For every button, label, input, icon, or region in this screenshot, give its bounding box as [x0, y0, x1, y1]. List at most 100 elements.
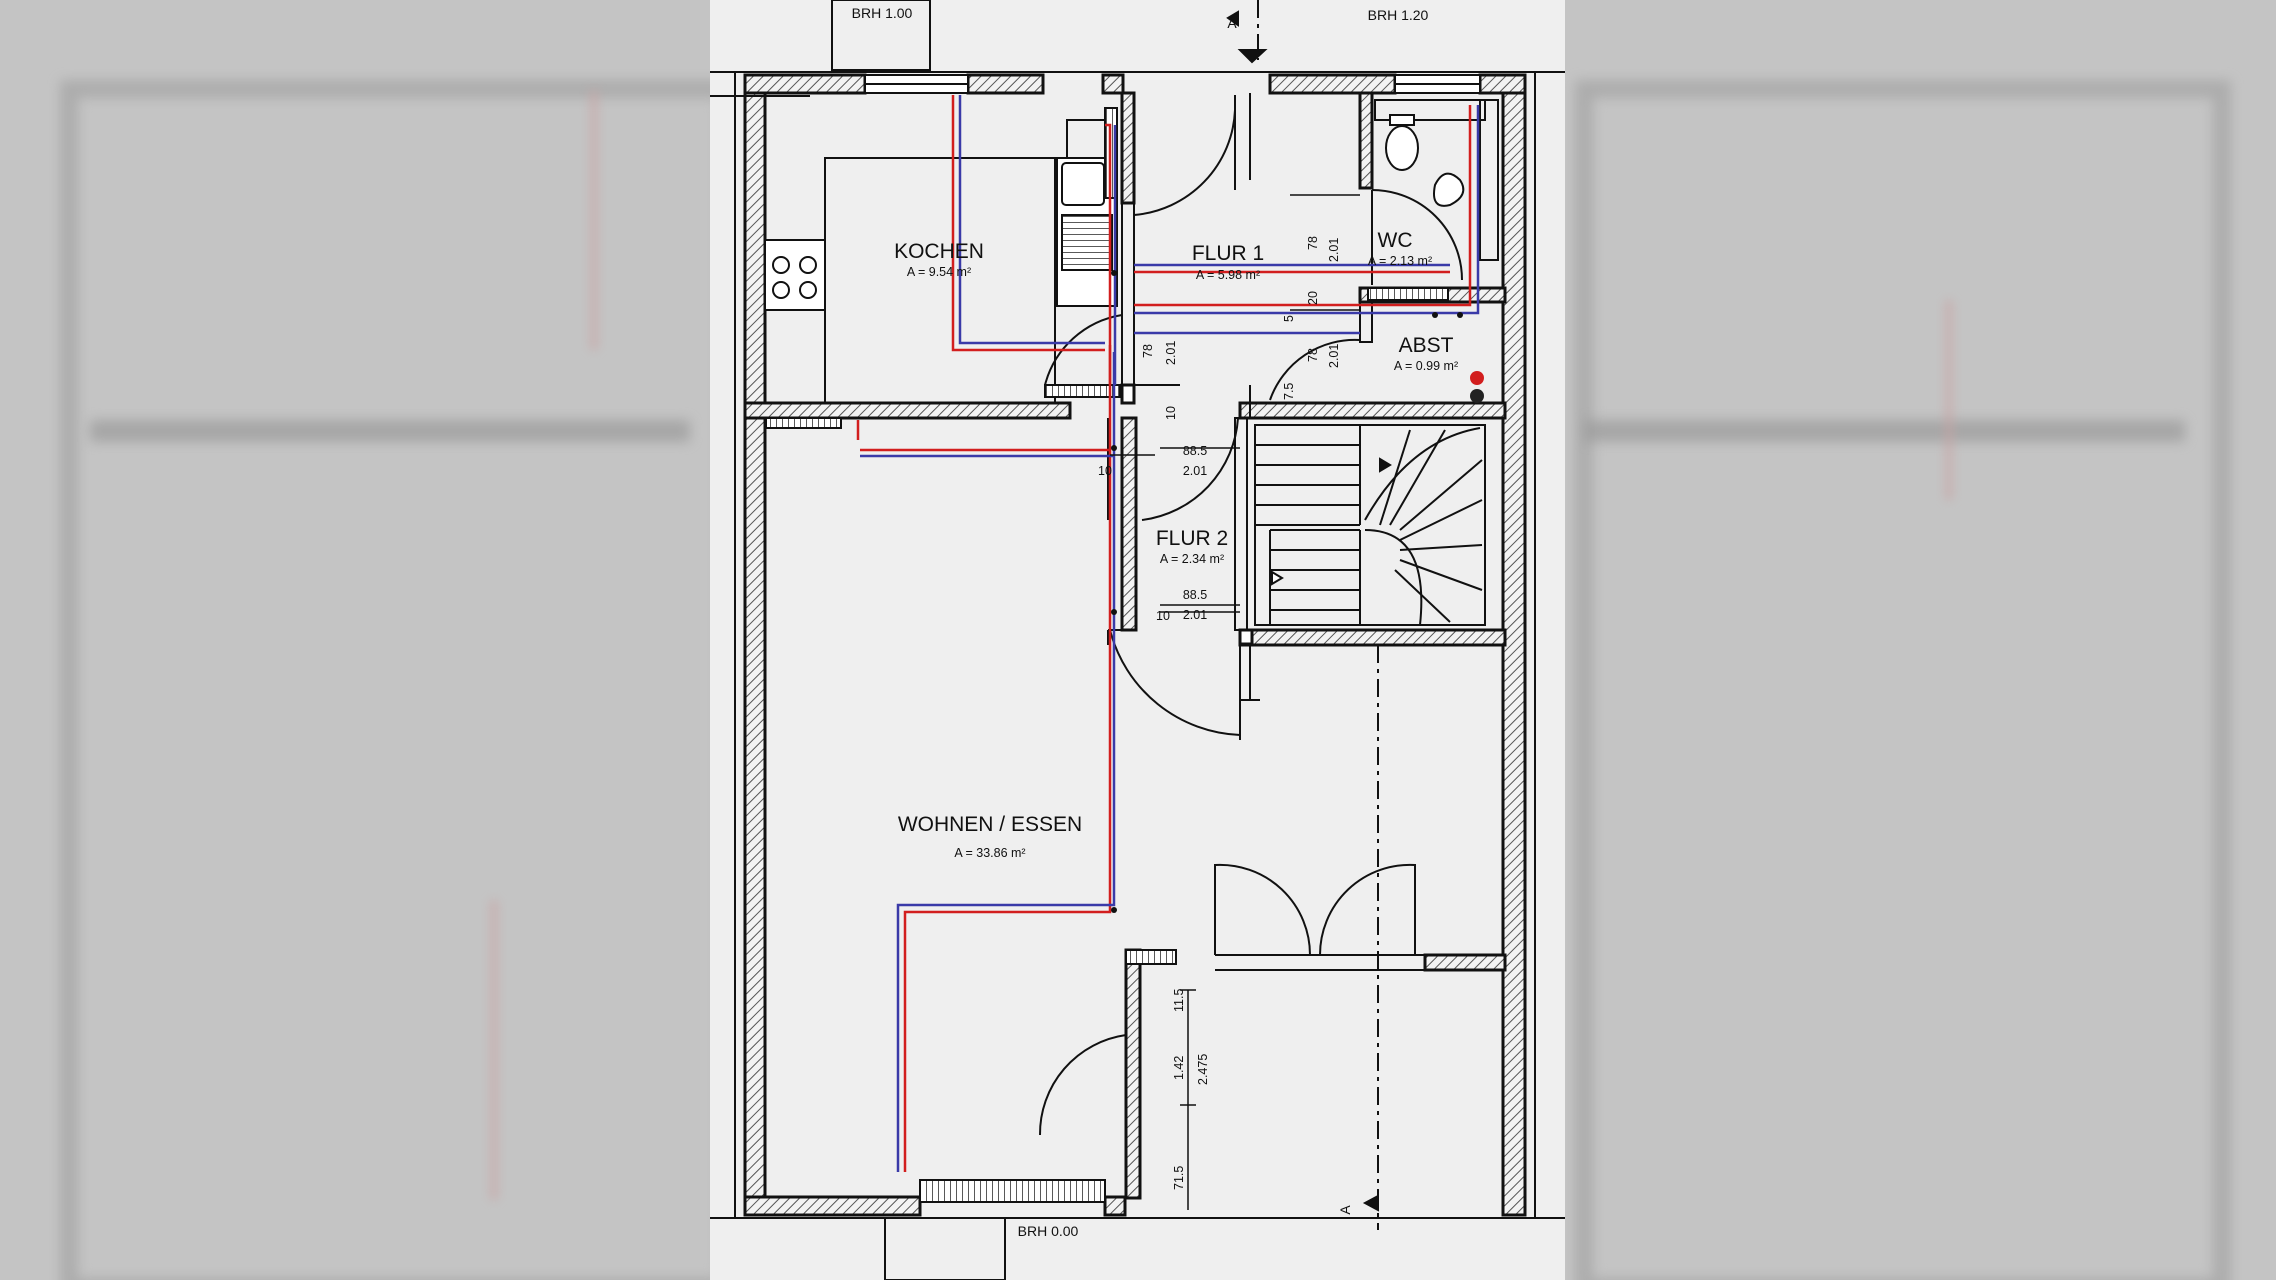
- wall-top-left: [743, 73, 867, 95]
- dim-label: 10: [1156, 609, 1170, 623]
- wall-stair-bottom: [1238, 628, 1507, 647]
- floor-plan-sheet: BRH 1.00 BRH 1.20 BRH 0.00 A A KOCHEN A …: [710, 0, 1565, 1280]
- wall-kitchen-living: [743, 401, 1072, 420]
- section-arrow-icon: [1362, 1194, 1379, 1212]
- room-area-kochen: A = 9.54 m²: [907, 265, 971, 279]
- room-name-kochen: KOCHEN: [894, 240, 984, 263]
- floor-plan-drawing: BRH 1.00 BRH 1.20 BRH 0.00 A A KOCHEN A …: [710, 0, 1565, 1280]
- ghost-wall: [1575, 80, 2231, 1280]
- radiator-kitchen-low: [1044, 384, 1121, 398]
- dim-label: 7.5: [1282, 383, 1296, 400]
- windows: [831, 0, 1481, 1280]
- door-terrace-right: [1318, 863, 1416, 956]
- radiator-entry: [1125, 949, 1177, 965]
- wall-bottom-mid: [1103, 1195, 1127, 1217]
- room-area-abst: A = 0.99 m²: [1394, 359, 1458, 373]
- door-terrace-left: [1214, 863, 1312, 956]
- wall-wc-left: [1358, 91, 1374, 190]
- brh-label-top-right: BRH 1.20: [1368, 7, 1429, 23]
- ghost-wall: [90, 420, 690, 442]
- wall-kitchen-flur-upper: [1120, 91, 1136, 205]
- dim-label: 2.475: [1196, 1054, 1210, 1085]
- dim-label: 78: [1141, 344, 1155, 358]
- ghost-pipe: [590, 90, 598, 350]
- wall-top-door-jamb: [1101, 73, 1125, 95]
- section-arrow-icon: [1237, 49, 1268, 64]
- burner-icon: [772, 256, 790, 274]
- blurred-backdrop-left: [0, 0, 710, 1280]
- room-name-flur2: FLUR 2: [1156, 527, 1228, 550]
- door-living: [1109, 629, 1241, 736]
- window-kitchen-sill: [831, 0, 931, 71]
- dim-label: 2.01: [1183, 608, 1207, 622]
- stair-arrow-icon: [1379, 457, 1392, 473]
- ghost-pipe: [1945, 300, 1953, 500]
- dim-label: 88.5: [1183, 444, 1207, 458]
- room-name-flur1: FLUR 1: [1192, 242, 1264, 265]
- stove: [764, 239, 826, 311]
- room-area-wohnen: A = 33.86 m²: [954, 846, 1025, 860]
- exterior-walls: [743, 73, 1527, 1217]
- wc-fittings: [1367, 99, 1499, 301]
- burner-icon: [799, 256, 817, 274]
- partition-lines: [1107, 93, 1425, 971]
- door-entrance: [1133, 109, 1236, 216]
- window-living: [919, 1179, 1106, 1203]
- staircase: [1254, 424, 1486, 626]
- wall-stair-top: [1238, 401, 1507, 420]
- room-area-flur1: A = 5.98 m²: [1196, 268, 1260, 282]
- wall-stair-left: [1234, 417, 1248, 631]
- doors: [1038, 95, 1463, 1136]
- dim-label: 2.01: [1327, 238, 1341, 262]
- wall-top-right: [1268, 73, 1397, 95]
- section-label-top: A: [1227, 15, 1237, 31]
- brh-label-top-left: BRH 1.00: [852, 5, 913, 21]
- dim-label: 2.01: [1164, 341, 1178, 365]
- drainboard: [1061, 214, 1113, 271]
- ghost-wall: [1585, 420, 2185, 442]
- dim-label: 11.5: [1172, 989, 1186, 1012]
- door-abst: [1269, 338, 1361, 401]
- door-living-lower: [1038, 1034, 1127, 1136]
- dimension-lines: [1110, 194, 1360, 1210]
- dim-label: 71.5: [1172, 1166, 1186, 1190]
- room-name-wohnen: WOHNEN / ESSEN: [898, 813, 1082, 836]
- room-area-flur2: A = 2.34 m²: [1160, 552, 1224, 566]
- washbasin-icon: [1433, 172, 1465, 207]
- burner-icon: [772, 281, 790, 299]
- radiator-living: [765, 417, 842, 429]
- section-arrow-icon: [1226, 10, 1239, 27]
- room-name-abst: ABST: [1399, 334, 1454, 357]
- dim-label: 10: [1098, 464, 1112, 478]
- kitchen-counter: [824, 157, 1056, 404]
- dim-label: 2.01: [1327, 344, 1341, 368]
- dim-label: 78: [1306, 236, 1320, 250]
- dim-label: 10: [1164, 406, 1178, 420]
- door-flur2: [1141, 417, 1239, 521]
- radiator-wc: [1367, 287, 1449, 301]
- wall-entry-partition: [1124, 948, 1142, 1200]
- stair-arrow-icon: [1271, 570, 1284, 586]
- section-line: [1226, 0, 1379, 1230]
- room-area-wc: A = 2.13 m²: [1368, 254, 1432, 268]
- heating-pipes: [856, 95, 1480, 1172]
- wall-outlines: [710, 71, 1565, 1219]
- wall-top-right-end: [1478, 73, 1527, 95]
- ghost-pipe: [490, 900, 498, 1200]
- dim-label: 78: [1306, 348, 1320, 362]
- window-living-sill: [884, 1217, 1006, 1280]
- wall-terrace-right: [1423, 953, 1507, 972]
- wall-top-mid: [966, 73, 1045, 95]
- ghost-wall: [60, 80, 710, 1280]
- wall-flur2-left: [1120, 416, 1138, 632]
- dim-label: 88.5: [1183, 588, 1207, 602]
- blurred-backdrop-right: [1565, 0, 2276, 1280]
- wall-bottom-left: [743, 1195, 922, 1217]
- dim-label: 2.01: [1183, 464, 1207, 478]
- toilet-icon: [1385, 125, 1419, 171]
- room-name-wc: WC: [1378, 229, 1413, 252]
- dim-label: 20: [1306, 291, 1320, 305]
- section-label-bottom: A: [1337, 1205, 1353, 1215]
- pipe-markers: [1111, 270, 1484, 913]
- brh-label-bottom: BRH 0.00: [1018, 1223, 1079, 1239]
